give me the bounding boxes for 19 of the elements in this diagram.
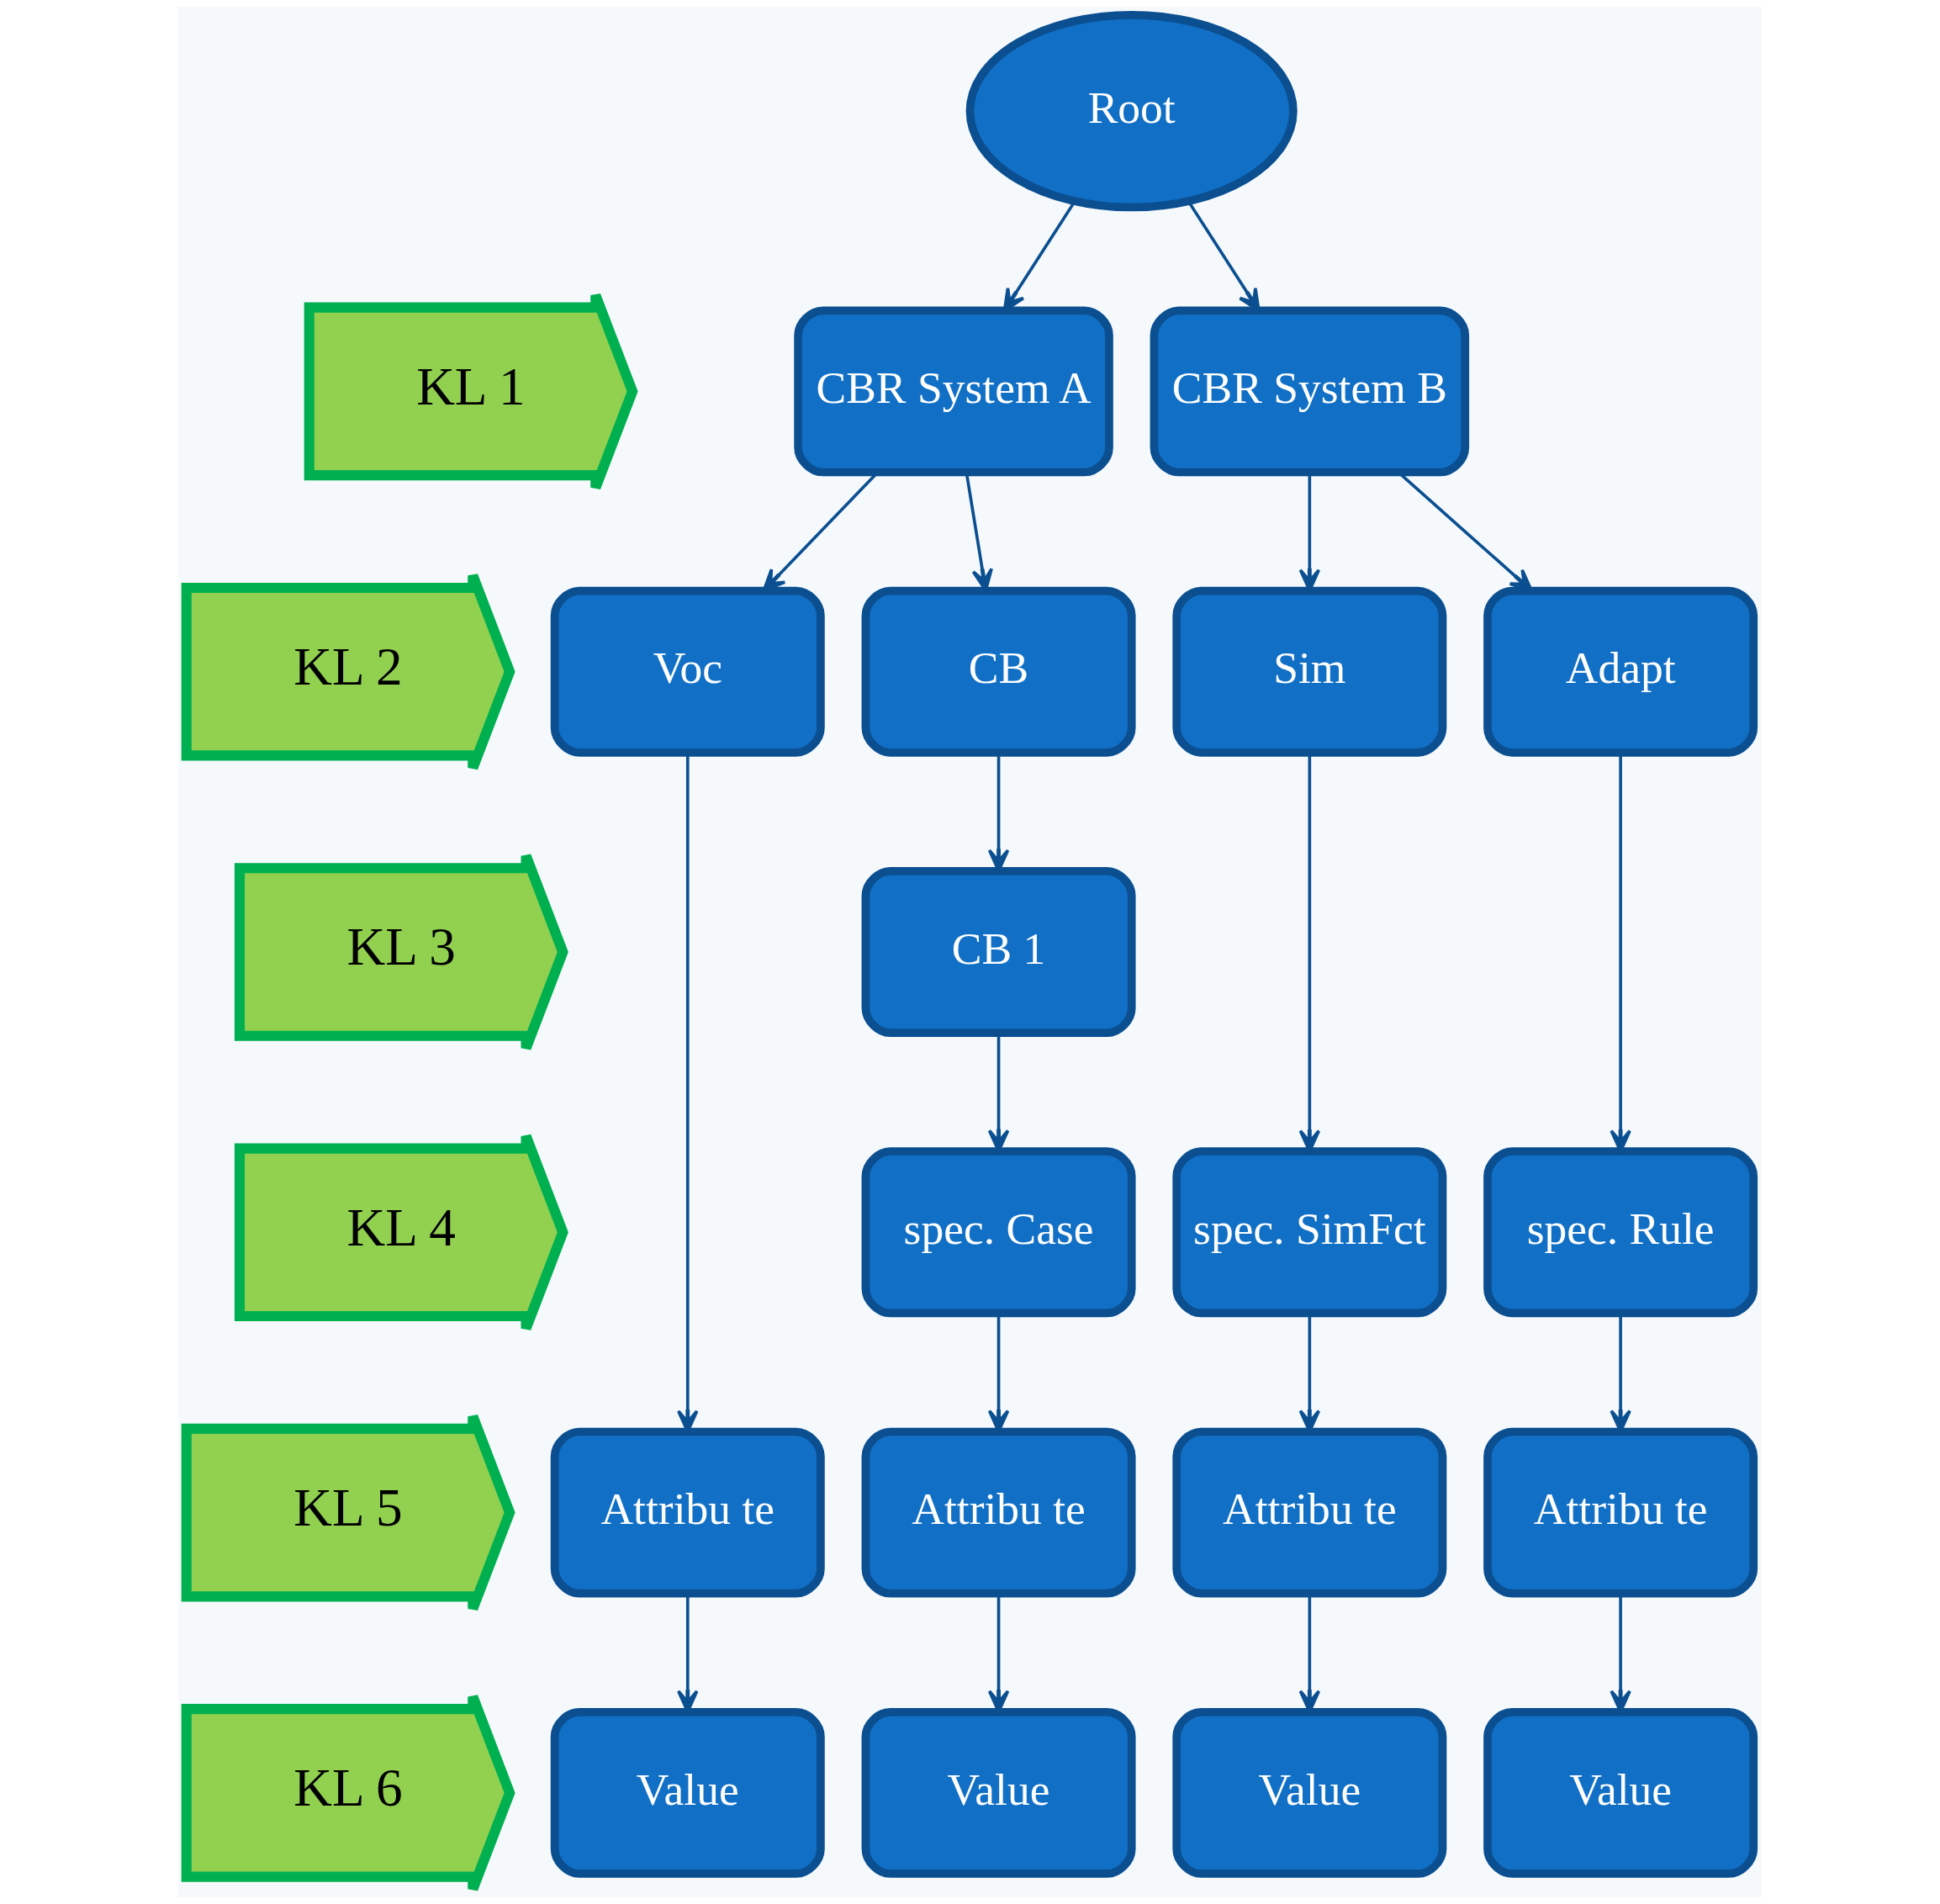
node-box: CBR System A: [794, 306, 1113, 477]
node-box: Value: [1483, 1707, 1758, 1878]
node-box: Attribu te: [861, 1427, 1136, 1598]
node-box: Sim: [1172, 586, 1447, 757]
node-box: Attribu te: [1172, 1427, 1447, 1598]
node-box: Adapt: [1483, 586, 1758, 757]
node-box: CB 1: [861, 867, 1136, 1037]
node-box: Attribu te: [1483, 1427, 1758, 1598]
node-box: spec. Case: [861, 1147, 1136, 1318]
node-box: Value: [550, 1707, 825, 1878]
node-box: Voc: [550, 586, 825, 757]
node-box: Value: [861, 1707, 1136, 1878]
node-box: Value: [1172, 1707, 1447, 1878]
node-ellipse: Root: [965, 10, 1298, 212]
node-box: spec. Rule: [1483, 1147, 1758, 1318]
node-box: spec. SimFct: [1172, 1147, 1447, 1318]
node-box: Attribu te: [550, 1427, 825, 1598]
node-box: CB: [861, 586, 1136, 757]
node-box: CBR System B: [1150, 306, 1470, 477]
